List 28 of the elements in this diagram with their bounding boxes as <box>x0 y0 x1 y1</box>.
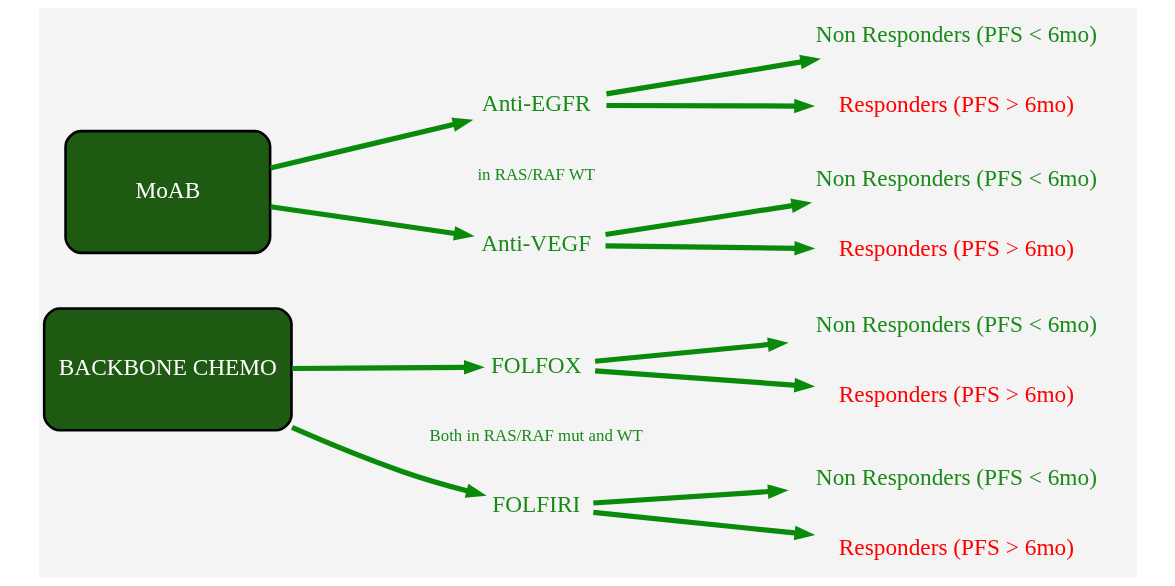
label: Both in RAS/RAF mut and WT <box>429 426 643 446</box>
arrow <box>269 204 475 241</box>
node-text: Non Responders (PFS < 6mo) <box>815 464 1097 491</box>
arrow <box>605 241 815 256</box>
node-text: Anti-VEGF <box>480 229 591 256</box>
arrow <box>605 98 815 114</box>
label: in RAS/RAF WT <box>476 164 595 184</box>
node-text: Responders (PFS > 6mo) <box>838 534 1074 561</box>
node-text: FOLFOX <box>490 351 582 378</box>
arrow <box>604 198 812 238</box>
node-text: Anti-EGFR <box>481 89 591 116</box>
node-text: Non Responders (PFS < 6mo) <box>815 311 1097 338</box>
arrow <box>594 337 789 364</box>
node-box: BACKBONE CHEMO <box>42 307 293 432</box>
arrow <box>594 368 815 393</box>
arrow <box>291 360 485 375</box>
node-text: Non Responders (PFS < 6mo) <box>815 165 1097 192</box>
node-text: Non Responders (PFS < 6mo) <box>815 21 1097 48</box>
arrow <box>592 484 789 506</box>
node-text: Responders (PFS > 6mo) <box>838 381 1074 408</box>
arrow <box>269 117 473 171</box>
node-text: Responders (PFS > 6mo) <box>838 234 1074 261</box>
arrow <box>592 509 815 541</box>
node-box: MoAB <box>63 129 271 255</box>
node-text: FOLFIRI <box>491 491 580 518</box>
arrow <box>605 54 821 97</box>
arrow <box>290 425 487 498</box>
node-text: Responders (PFS > 6mo) <box>838 91 1074 118</box>
